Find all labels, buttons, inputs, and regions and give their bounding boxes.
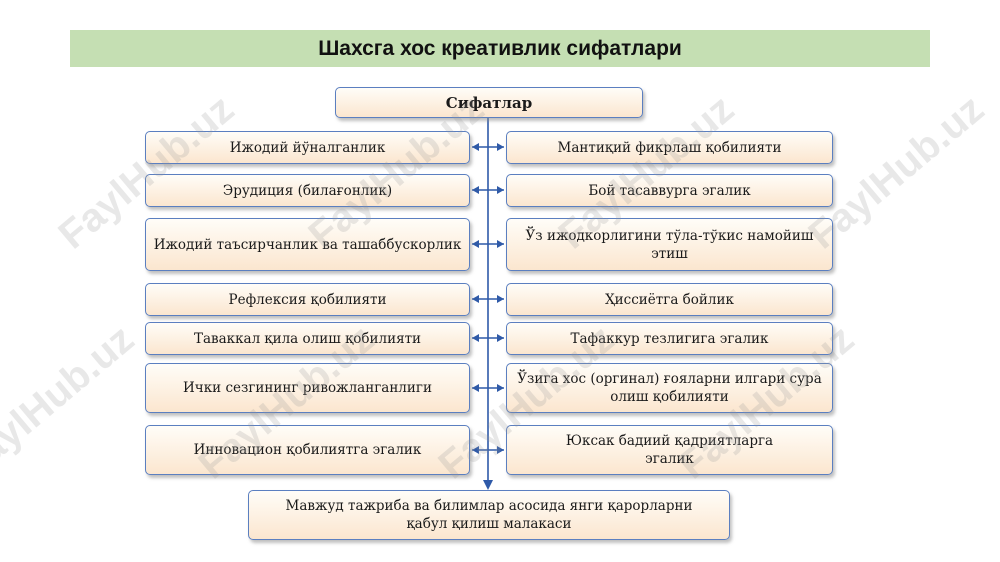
arrowhead-right: [497, 384, 504, 392]
title-banner: Шахсга хос креативлик сифатлари: [70, 30, 930, 67]
left-box-4: Рефлексия қобилияти: [145, 283, 470, 316]
arrowhead-left: [472, 334, 479, 342]
left-box-6: Ички сезгининг ривожланганлиги: [145, 363, 470, 413]
arrowhead-right: [497, 143, 504, 151]
arrowhead-left: [472, 446, 479, 454]
arrowhead-left: [472, 186, 479, 194]
arrowhead-right: [497, 334, 504, 342]
arrowhead-right: [497, 295, 504, 303]
right-box-2: Бой тасаввурга эгалик: [506, 174, 833, 207]
arrowhead-left: [472, 384, 479, 392]
arrowhead-left: [472, 295, 479, 303]
arrowhead-right: [497, 186, 504, 194]
arrowhead-left: [472, 240, 479, 248]
arrowhead-right: [497, 446, 504, 454]
left-box-7: Инновацион қобилиятга эгалик: [145, 425, 470, 475]
left-box-2: Эрудиция (билағонлик): [145, 174, 470, 207]
right-box-5: Тафаккур тезлигига эгалик: [506, 322, 833, 355]
right-box-6: Ўзига хос (оргинал) ғояларни илгари сура…: [506, 363, 833, 413]
right-box-1: Мантиқий фикрлаш қобилияти: [506, 131, 833, 164]
left-box-5: Таваккал қила олиш қобилияти: [145, 322, 470, 355]
left-box-1: Ижодий йўналганлик: [145, 131, 470, 164]
right-box-4: Ҳиссиётга бойлик: [506, 283, 833, 316]
right-box-7: Юксак бадиий қадриятларга эгалик: [506, 425, 833, 475]
bottom-box: Мавжуд тажриба ва билимлар асосида янги …: [248, 490, 730, 540]
page-title: Шахсга хос креативлик сифатлари: [318, 36, 682, 60]
arrowhead-left: [472, 143, 479, 151]
right-box-3: Ўз ижодкорлигини тўла-тўкис намойиш этиш: [506, 218, 833, 271]
header-box: Сифатлар: [335, 87, 643, 118]
arrowhead-right: [497, 240, 504, 248]
trunk-arrowhead: [483, 480, 493, 490]
left-box-3: Ижодий таъсирчанлик ва ташаббускорлик: [145, 218, 470, 271]
